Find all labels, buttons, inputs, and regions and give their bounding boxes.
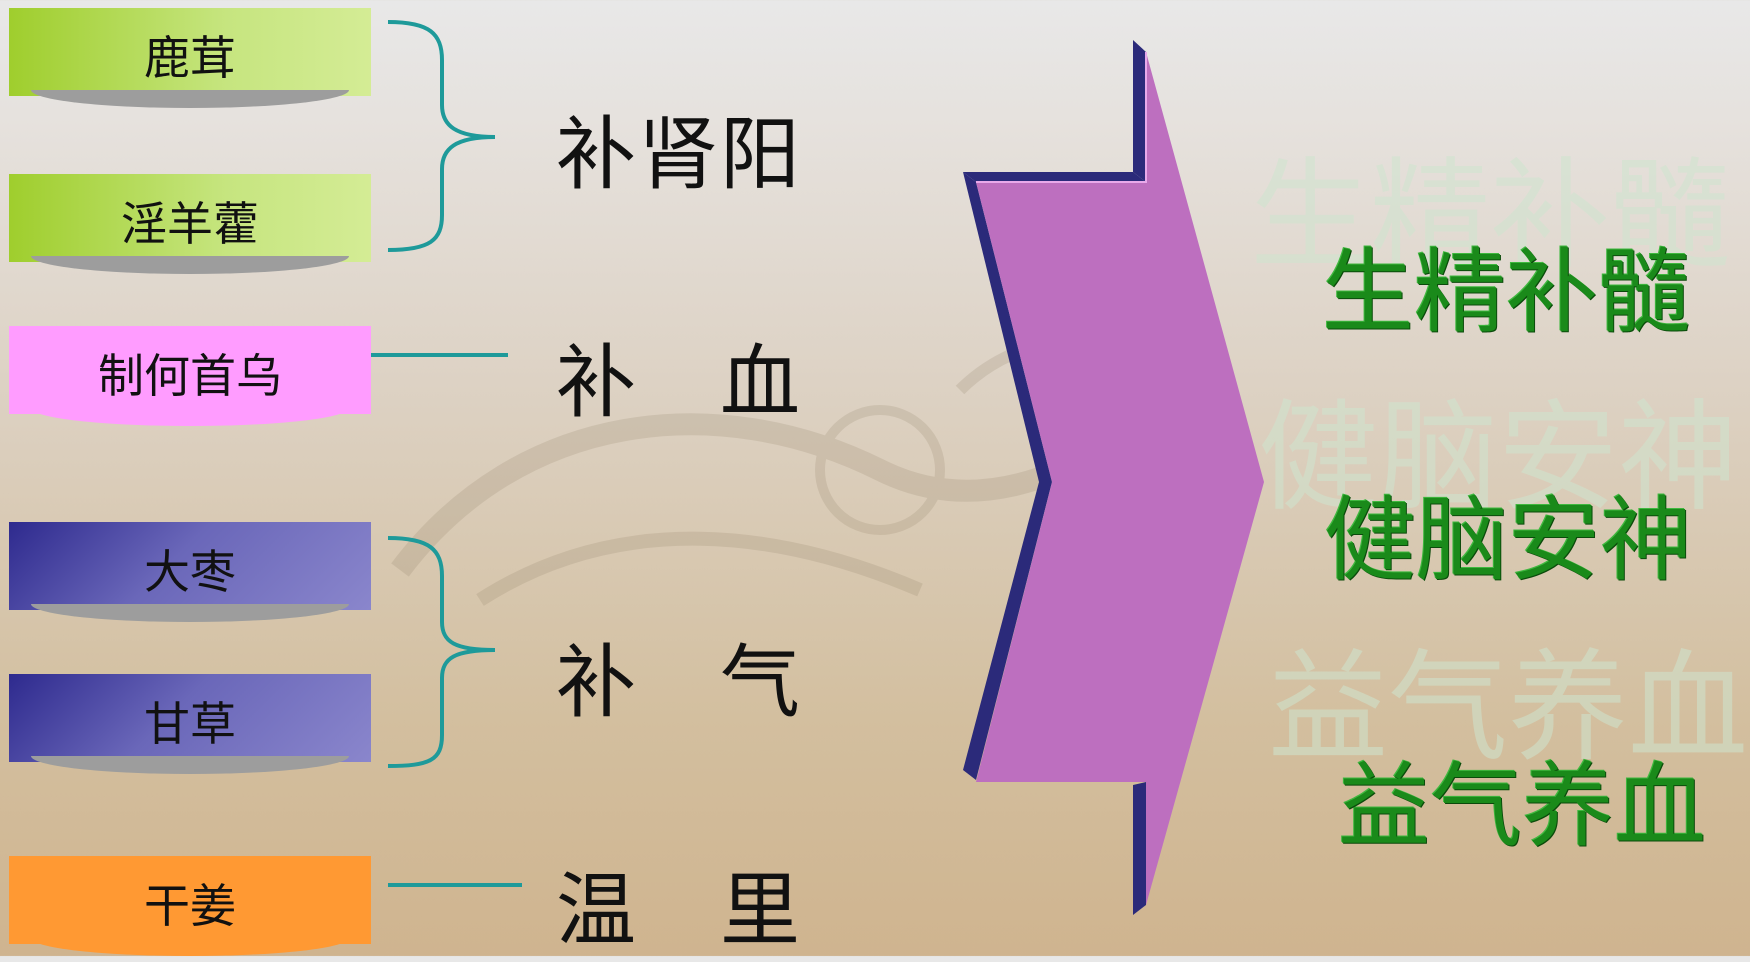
arrow-face xyxy=(976,52,1264,905)
arrow-edge-bottom xyxy=(1133,782,1146,915)
outcome-ghost-1: 生精补髓 xyxy=(1250,147,1730,286)
outcome-ghost-2: 健脑安神 xyxy=(1258,389,1738,528)
herb-box-lurong: 鹿茸 xyxy=(9,8,371,108)
herb-label: 大枣 xyxy=(144,545,236,599)
herb-label: 甘草 xyxy=(144,697,236,751)
outcome-ghost-3: 益气养血 xyxy=(1268,639,1748,778)
herb-box-zhiheshouwu: 制何首乌 xyxy=(9,326,371,426)
herb-label: 鹿茸 xyxy=(144,31,236,85)
herb-label: 制何首乌 xyxy=(98,349,282,403)
effect-label-blood: 补 血 xyxy=(556,336,802,429)
arrow-edge-left-lower xyxy=(963,482,1052,780)
herb-box-dazao: 大枣 xyxy=(9,522,371,622)
outcome-label-brain: 健脑安神 xyxy=(1324,487,1693,594)
effect-label-qi: 补 气 xyxy=(556,636,802,729)
herb-box-gancao: 甘草 xyxy=(9,674,371,774)
arrow-edge-left-upper xyxy=(963,172,1052,482)
brace-bottom xyxy=(387,536,496,768)
brace-top xyxy=(387,20,496,252)
effect-label-warm-interior: 温 里 xyxy=(556,864,802,957)
herb-box-ganjiang: 干姜 xyxy=(9,856,371,956)
herb-label: 淫羊藿 xyxy=(121,197,259,251)
outcome-label-essence: 生精补髓 xyxy=(1322,239,1691,346)
outcome-label-qi-blood: 益气养血 xyxy=(1338,753,1707,860)
effect-label-kidney-yang: 补肾阳 xyxy=(556,108,802,201)
herb-box-yinyanghuo: 淫羊藿 xyxy=(9,174,371,274)
herb-label: 干姜 xyxy=(144,879,236,933)
arrow-edge-upper-notch xyxy=(963,172,1146,182)
arrow-edge-top xyxy=(1133,40,1146,182)
